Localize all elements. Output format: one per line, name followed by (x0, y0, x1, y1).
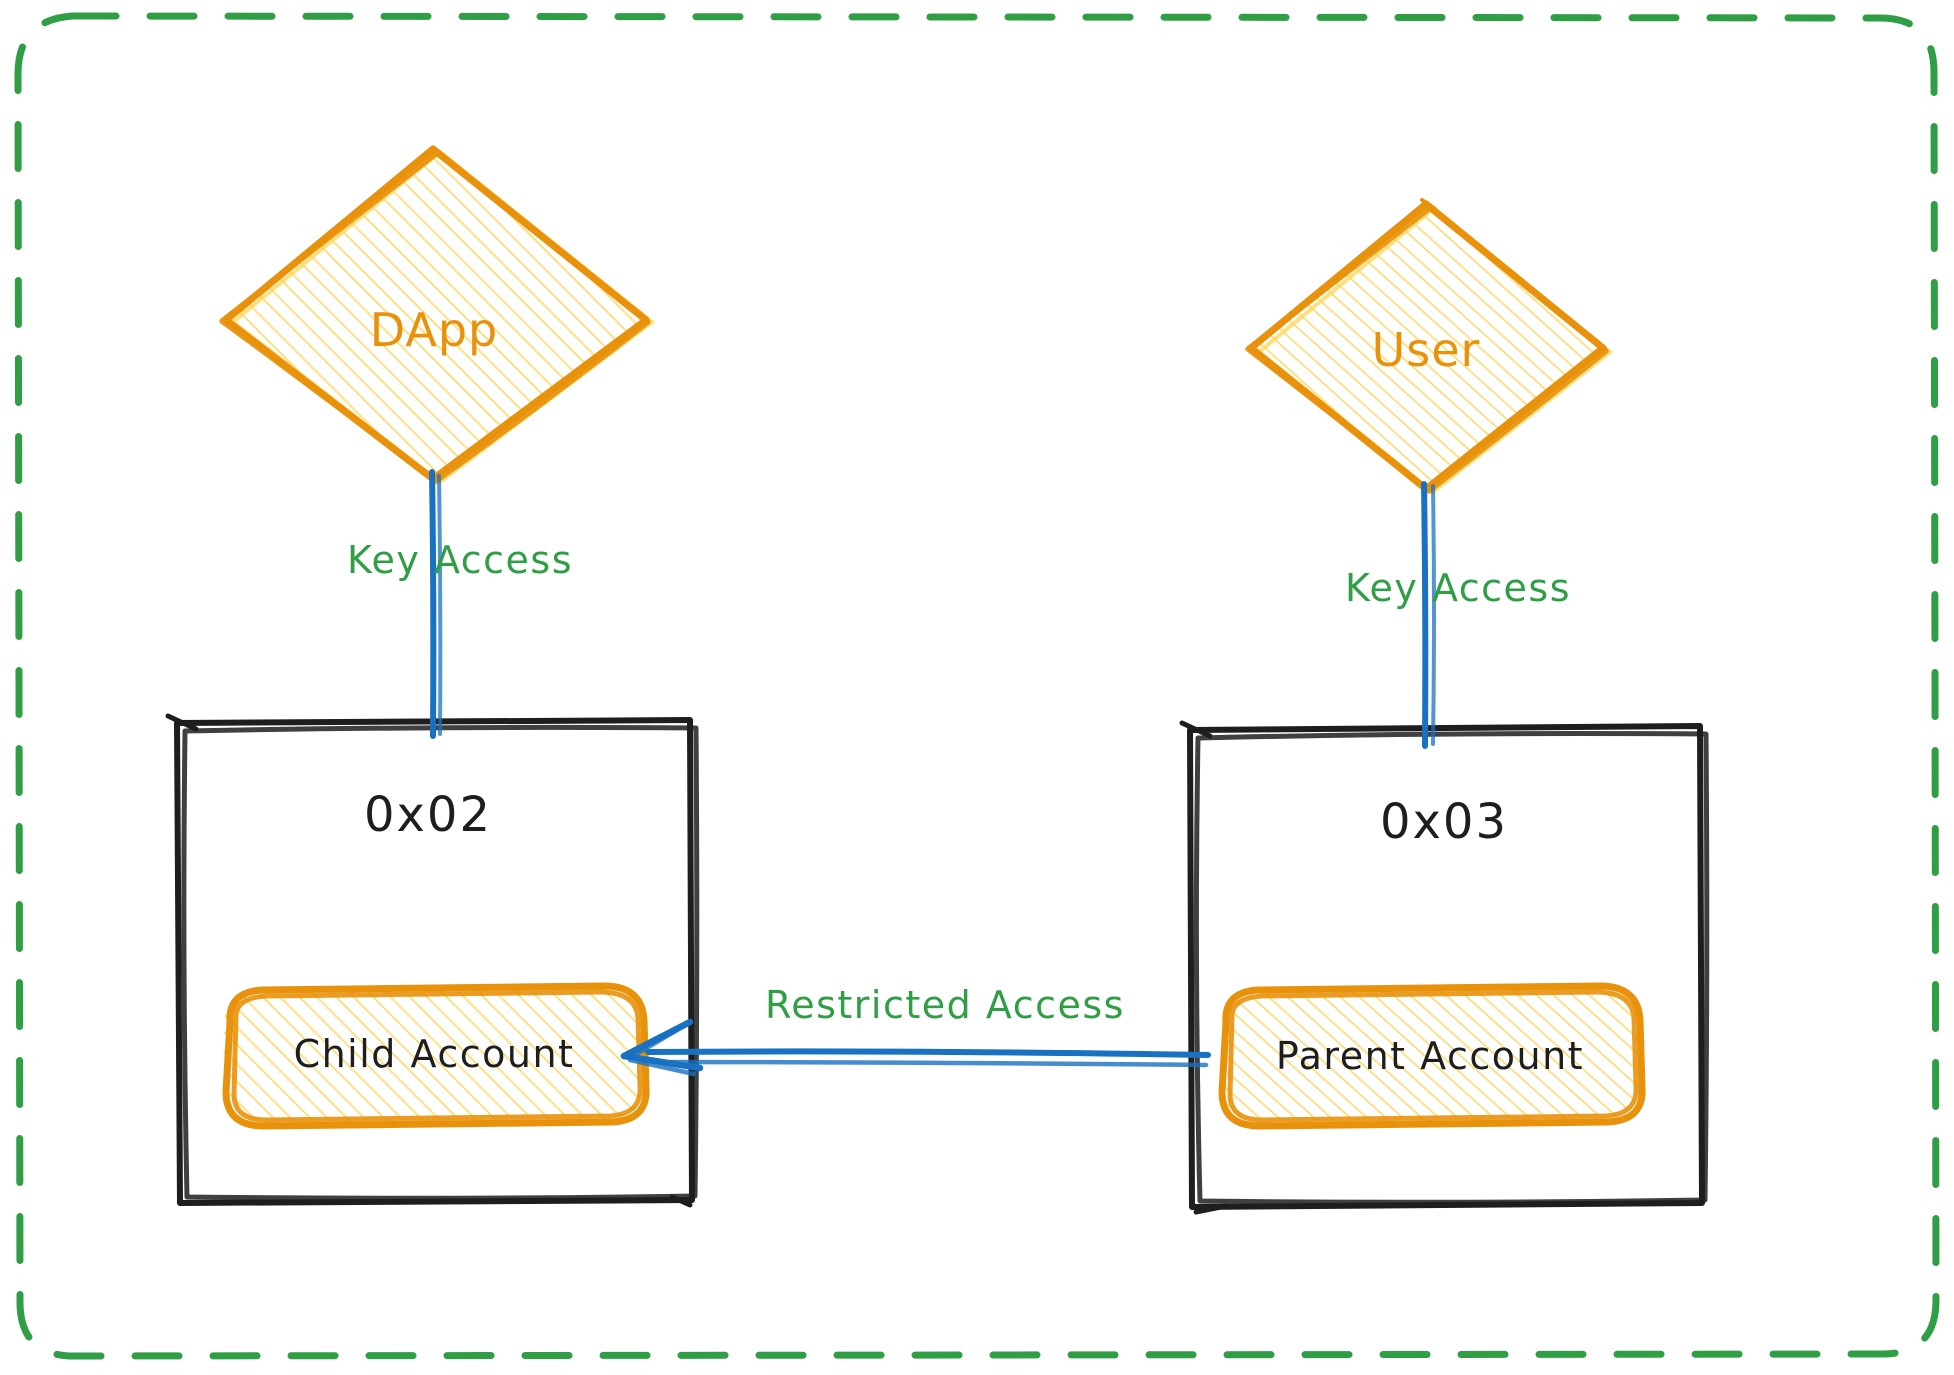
child-account-box[interactable] (222, 982, 650, 1130)
edge-restricted-access (620, 1018, 1211, 1077)
parent-account-box[interactable] (1218, 982, 1646, 1130)
account-box-left[interactable] (165, 713, 700, 1208)
user-diamond[interactable] (1245, 198, 1614, 495)
dashed-boundary-frame (14, 12, 1940, 1360)
arrowhead-left (620, 1018, 704, 1077)
account-box-right[interactable] (1179, 720, 1710, 1215)
edge-user-key-access (1421, 481, 1436, 749)
dapp-diamond[interactable] (219, 145, 656, 485)
edge-dapp-key-access (429, 469, 443, 739)
